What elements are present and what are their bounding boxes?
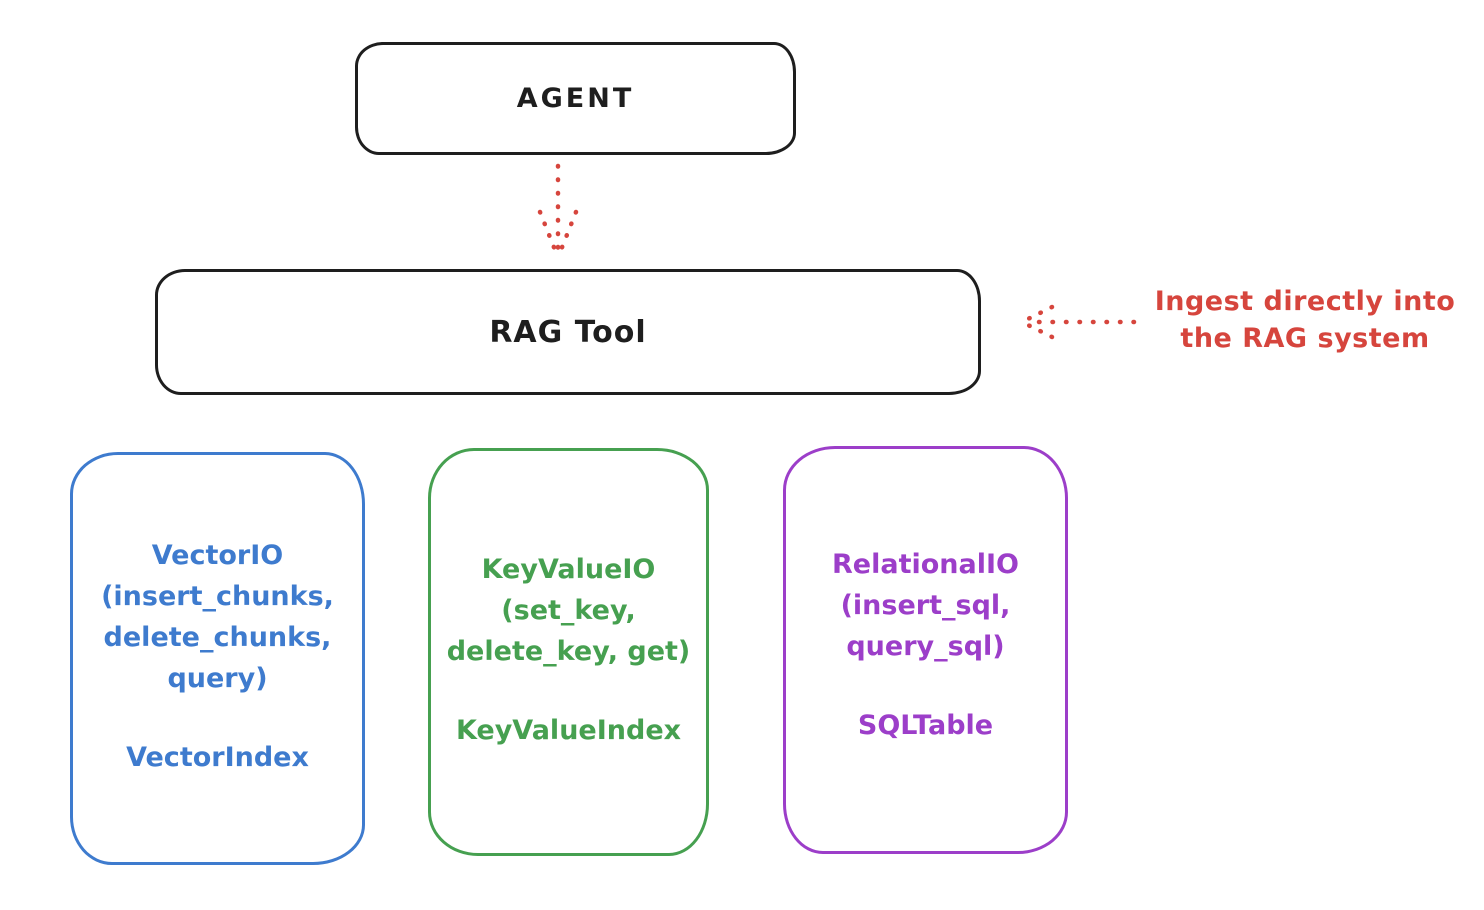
agent-node: AGENT [355, 42, 796, 155]
backend-vectorio: VectorIO (insert_chunks, delete_chunks, … [70, 452, 365, 865]
keyvalueio-methods-line1: (set_key, [501, 595, 636, 626]
backend-keyvalueio: KeyValueIO (set_key, delete_key, get) Ke… [428, 448, 709, 856]
agent-label: AGENT [516, 83, 635, 114]
rag-tool-node: RAG Tool [155, 269, 981, 395]
vectorio-methods-line3: query) [167, 663, 268, 694]
keyvalueio-title: KeyValueIO [481, 554, 656, 585]
ingest-annotation: Ingest directly into the RAG system [1135, 283, 1475, 357]
keyvalueio-index-label: KeyValueIndex [455, 715, 682, 746]
vectorio-index-label: VectorIndex [126, 742, 309, 773]
keyvalueio-methods-line2: delete_key, get) [446, 636, 691, 667]
ingest-annotation-line2: the RAG system [1180, 323, 1430, 354]
vectorio-methods-line2: delete_chunks, [103, 622, 332, 653]
ingest-arrow-icon [1021, 304, 1137, 340]
relationalio-methods-line1: (insert_sql, [840, 590, 1011, 621]
relationalio-title: RelationalIO [832, 549, 1019, 580]
backend-relationalio: RelationalIO (insert_sql, query_sql) SQL… [783, 446, 1068, 854]
agent-to-ragtool-arrow-icon [537, 163, 579, 258]
relationalio-methods-line2: query_sql) [846, 631, 1005, 662]
vectorio-title: VectorIO [151, 540, 284, 571]
ingest-annotation-line1: Ingest directly into [1154, 286, 1456, 317]
rag-tool-label: RAG Tool [489, 314, 647, 350]
relationalio-index-label: SQLTable [857, 710, 994, 741]
vectorio-methods-line1: (insert_chunks, [101, 581, 334, 612]
